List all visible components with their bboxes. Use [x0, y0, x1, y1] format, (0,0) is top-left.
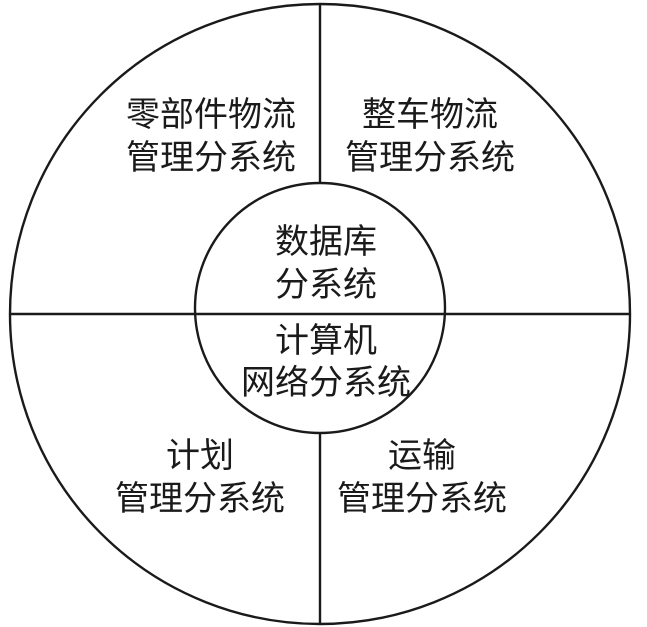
section-vehicle-logistics-line2: 管理分系统: [345, 138, 515, 178]
center-database: 数据库 分系统: [275, 222, 377, 305]
center-network: 计算机 网络分系统: [241, 321, 411, 403]
center-network-line2: 网络分系统: [241, 363, 411, 403]
section-transport: 运输 管理分系统: [337, 436, 507, 519]
section-transport-line1: 运输: [388, 436, 456, 476]
section-parts-logistics-line1: 零部件物流: [126, 95, 296, 135]
section-planning-line2: 管理分系统: [115, 479, 285, 519]
center-database-line2: 分系统: [275, 265, 377, 305]
section-vehicle-logistics: 整车物流 管理分系统: [345, 95, 515, 178]
center-network-line1: 计算机: [275, 321, 377, 361]
section-planning: 计划 管理分系统: [115, 436, 285, 519]
section-parts-logistics: 零部件物流 管理分系统: [126, 95, 296, 178]
inner-circle: [193, 181, 447, 435]
section-parts-logistics-line2: 管理分系统: [126, 138, 296, 178]
section-planning-line1: 计划: [166, 436, 234, 476]
section-vehicle-logistics-line1: 整车物流: [362, 95, 498, 135]
center-database-line1: 数据库: [275, 222, 377, 262]
section-transport-line2: 管理分系统: [337, 479, 507, 519]
